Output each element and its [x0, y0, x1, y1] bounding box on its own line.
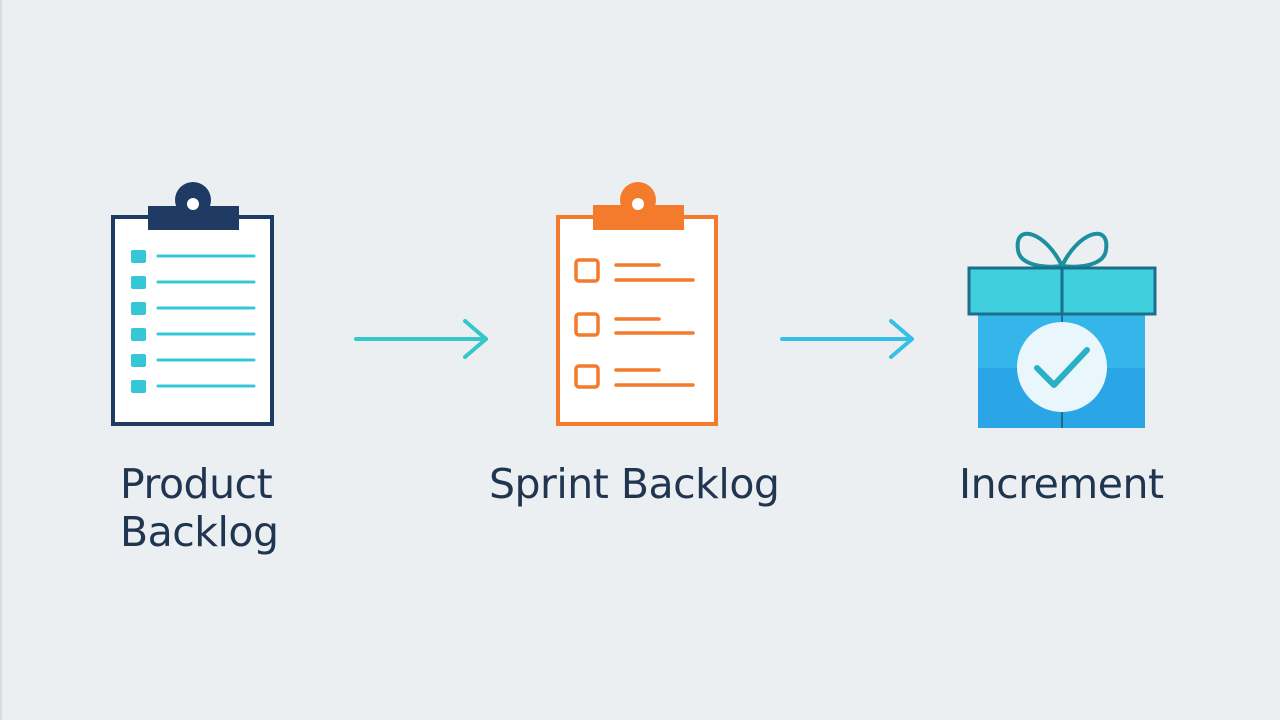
left-edge-border	[0, 0, 2, 720]
gift-box-check-icon	[967, 231, 1157, 428]
clipboard-checklist-icon	[556, 182, 718, 426]
product-backlog-label-line-1: Product	[120, 460, 273, 508]
product-backlog-label-line-2: Backlog	[120, 508, 279, 556]
product-backlog-label: Product Backlog	[120, 460, 320, 556]
clipboard-list-icon	[111, 182, 274, 426]
sprint-backlog-label: Sprint Backlog	[489, 460, 780, 508]
increment-label: Increment	[959, 460, 1164, 508]
flow-arrow-1	[354, 319, 488, 359]
flow-arrow-2	[780, 319, 914, 359]
